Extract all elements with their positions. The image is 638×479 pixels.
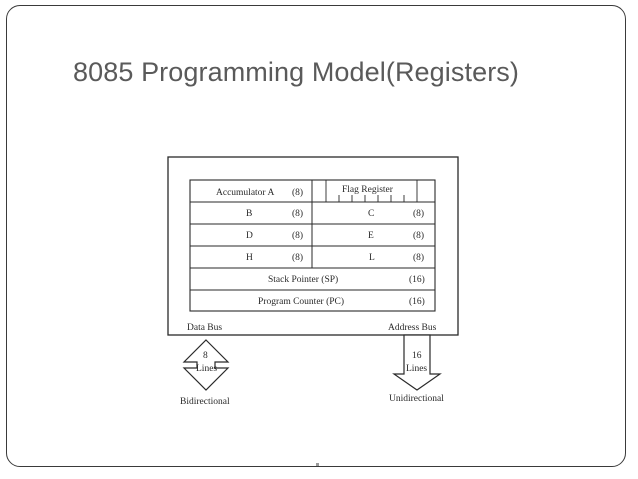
stack-pointer-size: (16) (409, 274, 425, 285)
program-counter-size: (16) (409, 296, 425, 307)
accumulator-size: (8) (292, 187, 303, 198)
data-bus-arrow (182, 339, 230, 391)
register-d-label: D (246, 231, 253, 241)
accumulator-label: Accumulator A (216, 188, 274, 198)
register-d-size: (8) (292, 230, 303, 241)
address-bus-arrow (392, 334, 442, 391)
data-bus-line-unit: Lines (196, 364, 217, 374)
cpu-box (167, 156, 459, 336)
flag-register-label: Flag Register (342, 185, 394, 195)
register-c-size: (8) (413, 208, 424, 219)
register-b-size: (8) (292, 208, 303, 219)
address-bus-line-count: 16 (412, 351, 422, 361)
address-bus-label: Address Bus (388, 323, 437, 333)
register-e-size: (8) (413, 230, 424, 241)
flag-register-bits (325, 180, 418, 202)
stack-pointer-label: Stack Pointer (SP) (268, 274, 338, 285)
register-h-size: (8) (292, 252, 303, 263)
program-counter-label: Program Counter (PC) (258, 296, 344, 307)
register-b-label: B (246, 209, 252, 219)
slide-title: 8085 Programming Model(Registers) (73, 57, 519, 87)
address-bus-direction: Unidirectional (389, 394, 444, 404)
slide-frame (6, 5, 626, 467)
data-bus-label: Data Bus (187, 323, 222, 333)
register-l-size: (8) (413, 252, 424, 263)
register-c-label: C (368, 209, 374, 219)
register-h-label: H (246, 253, 253, 263)
register-e-label: E (368, 231, 374, 241)
register-l-label: L (369, 253, 375, 263)
data-bus-line-count: 8 (203, 351, 208, 361)
address-bus-line-unit: Lines (406, 364, 427, 374)
page-marker (316, 463, 319, 466)
data-bus-direction: Bidirectional (180, 397, 230, 407)
